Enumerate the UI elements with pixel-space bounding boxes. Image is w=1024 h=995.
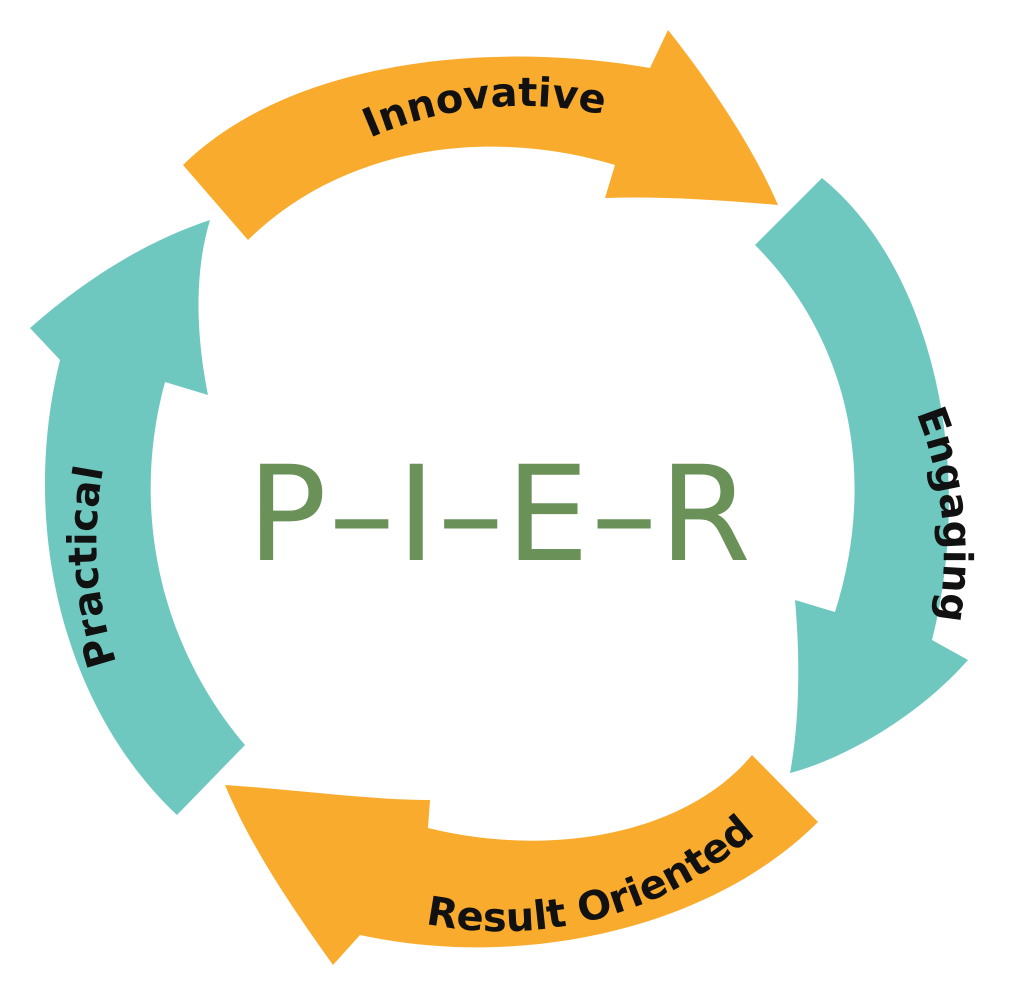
arrow-result-oriented-shape <box>225 755 818 965</box>
arrow-practical: Practical <box>30 220 245 815</box>
center-title: P–I–E–R <box>247 438 753 592</box>
arrow-innovative-shape <box>183 30 778 240</box>
arrow-engaging: Engaging <box>755 178 980 773</box>
arrow-result-oriented: Result Oriented <box>225 755 818 965</box>
arrow-engaging-shape <box>755 178 968 773</box>
arrow-innovative: Innovative <box>183 30 778 240</box>
arrow-practical-shape <box>30 220 245 815</box>
